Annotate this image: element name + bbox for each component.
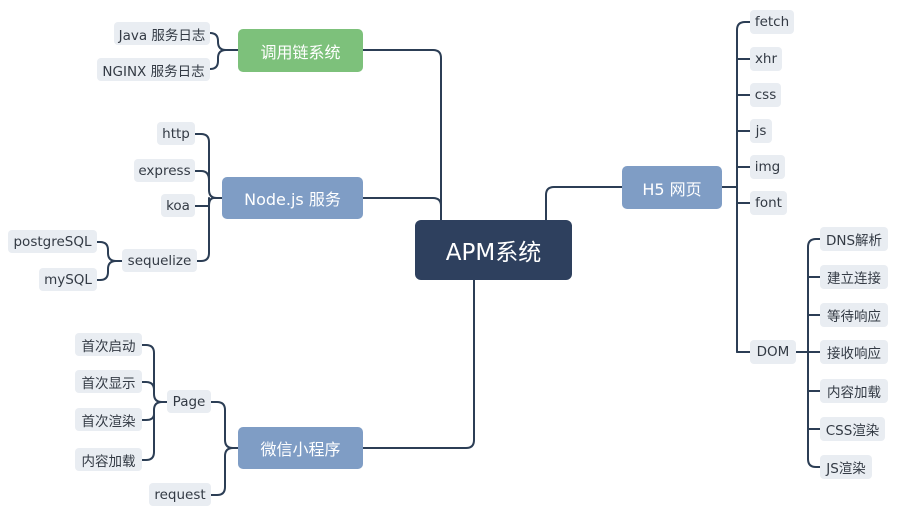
link-h5-fetch xyxy=(736,21,751,353)
leaf-dns[interactable]: DNS解析 xyxy=(820,227,888,251)
branch-trace[interactable]: 调用链系统 xyxy=(238,29,363,72)
leaf-http[interactable]: http xyxy=(157,122,195,145)
link-trace-java xyxy=(209,32,239,51)
leaf-img[interactable]: img xyxy=(750,155,785,179)
link-root-h5 xyxy=(545,186,623,221)
leaf-first-launch[interactable]: 首次启动 xyxy=(75,333,142,356)
link-root-trace xyxy=(362,49,442,221)
leaf-js-render[interactable]: JS渲染 xyxy=(820,455,872,479)
link-node-express xyxy=(194,170,210,181)
branch-h5[interactable]: H5 网页 xyxy=(622,166,722,209)
leaf-koa[interactable]: koa xyxy=(161,194,195,217)
link-root-wechat xyxy=(362,279,475,449)
leaf-java-log[interactable]: Java 服务日志 xyxy=(114,22,210,45)
leaf-font[interactable]: font xyxy=(750,191,787,215)
link-dom-dns xyxy=(807,238,821,460)
link-node-http xyxy=(194,133,223,199)
link-seq-postgres xyxy=(96,241,123,262)
link-page-launch xyxy=(141,344,168,403)
link-dom-js xyxy=(807,458,821,468)
link-page-show xyxy=(141,381,155,391)
leaf-content-load[interactable]: 内容加载 xyxy=(75,448,142,471)
leaf-sequelize[interactable]: sequelize xyxy=(122,249,197,272)
leaf-js[interactable]: js xyxy=(750,119,772,143)
leaf-first-render[interactable]: 首次渲染 xyxy=(75,408,142,431)
leaf-receive[interactable]: 接收响应 xyxy=(820,340,888,364)
leaf-connect[interactable]: 建立连接 xyxy=(820,265,888,289)
branch-wechat[interactable]: 微信小程序 xyxy=(238,427,363,469)
leaf-css[interactable]: css xyxy=(750,83,781,107)
leaf-dom-content-load[interactable]: 内容加载 xyxy=(820,379,888,403)
leaf-request[interactable]: request xyxy=(149,483,211,506)
leaf-first-show[interactable]: 首次显示 xyxy=(75,370,142,393)
link-trace-nginx xyxy=(209,49,239,70)
link-root-node xyxy=(362,197,442,221)
link-node-sequelize xyxy=(196,197,210,262)
link-page-render xyxy=(141,413,155,421)
link-seq-mysql xyxy=(96,260,123,281)
link-wechat-request xyxy=(210,447,239,496)
leaf-wait[interactable]: 等待响应 xyxy=(820,303,888,327)
leaf-nginx-log[interactable]: NGINX 服务日志 xyxy=(97,58,210,81)
leaf-dom[interactable]: DOM xyxy=(750,340,796,364)
leaf-fetch[interactable]: fetch xyxy=(750,10,794,34)
branch-node[interactable]: Node.js 服务 xyxy=(222,177,363,219)
leaf-mysql[interactable]: mySQL xyxy=(39,268,97,291)
leaf-xhr[interactable]: xhr xyxy=(750,47,782,71)
leaf-express[interactable]: express xyxy=(134,159,195,182)
root-node[interactable]: APM系统 xyxy=(415,220,572,280)
leaf-css-render[interactable]: CSS渲染 xyxy=(820,417,885,441)
link-page-load xyxy=(141,401,168,461)
link-wechat-page xyxy=(210,401,239,449)
leaf-page[interactable]: Page xyxy=(167,390,211,413)
leaf-postgresql[interactable]: postgreSQL xyxy=(8,230,97,253)
